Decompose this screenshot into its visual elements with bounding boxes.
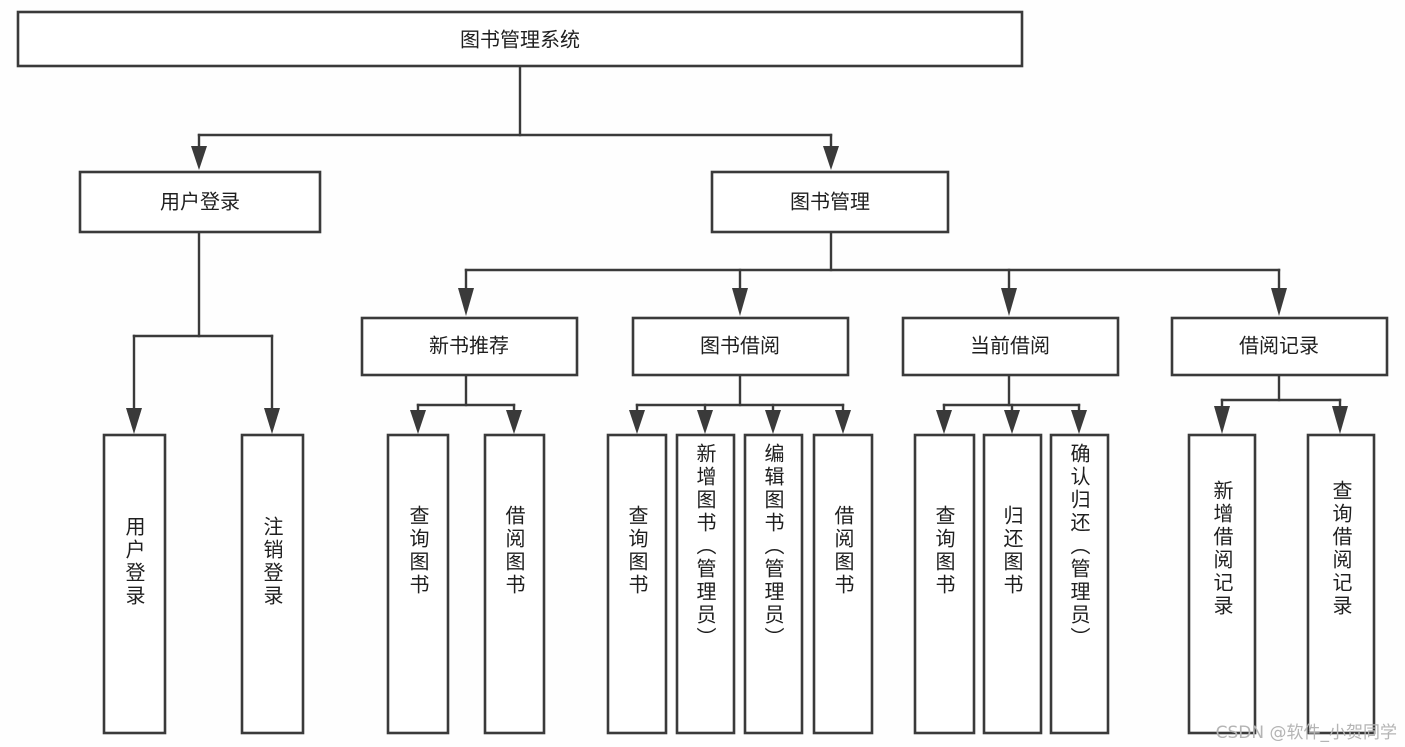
arrow-head-leaf-query-book-1 — [410, 410, 426, 434]
node-book-borrow-box[interactable] — [631, 316, 850, 377]
node-current-borrow[interactable]: 当前借阅 — [901, 316, 1120, 377]
node-leaf-confirm-return-box[interactable] — [1049, 433, 1110, 735]
node-leaf-query-record-box[interactable] — [1306, 433, 1376, 735]
arrow-head-leaf-add-book — [697, 410, 713, 434]
arrow-head-borrow-record — [1271, 288, 1287, 316]
node-leaf-borrow-book-2-box[interactable] — [812, 433, 874, 735]
arrow-head-leaf-edit-book — [765, 410, 781, 434]
arrow-head-user-login — [191, 146, 207, 170]
node-leaf-logout-login-box[interactable] — [240, 433, 305, 735]
node-book-manage-box[interactable] — [710, 170, 950, 234]
node-borrow-record[interactable]: 借阅记录 — [1170, 316, 1389, 377]
connector-group-root — [191, 64, 839, 170]
arrow-head-leaf-user-login — [126, 408, 142, 434]
node-leaf-query-book-3-box[interactable] — [913, 433, 976, 735]
node-leaf-borrow-book-1-box[interactable] — [483, 433, 546, 735]
node-borrow-record-label: 借阅记录 — [1239, 334, 1319, 358]
arrow-head-leaf-borrow-book-1 — [506, 410, 522, 434]
connector-group-user-login-leaves — [126, 230, 280, 434]
node-root-label: 图书管理系统 — [460, 28, 580, 52]
arrow-head-leaf-query-record — [1332, 406, 1348, 434]
arrow-head-new-book-recommend — [458, 288, 474, 316]
arrow-head-book-manage — [823, 146, 839, 170]
node-leaf-return-book-box[interactable] — [982, 433, 1043, 735]
node-user-login[interactable]: 用户登录 — [78, 170, 322, 234]
node-leaf-edit-book-box[interactable] — [743, 433, 804, 735]
arrow-head-current-borrow — [1001, 288, 1017, 316]
arrow-head-leaf-query-book-3 — [936, 410, 952, 434]
connector-group-borrow-record-leaves — [1214, 373, 1348, 434]
node-leaf-add-record-box[interactable] — [1187, 433, 1257, 735]
node-new-book-recommend-box[interactable] — [360, 316, 579, 377]
node-root-box[interactable] — [16, 10, 1024, 68]
arrow-head-book-borrow — [732, 288, 748, 316]
node-user-login-box[interactable] — [78, 170, 322, 234]
arrow-head-leaf-query-book-2 — [629, 410, 645, 434]
node-current-borrow-box[interactable] — [901, 316, 1120, 377]
arrow-head-leaf-confirm-return — [1071, 410, 1087, 434]
node-user-login-label: 用户登录 — [160, 190, 240, 214]
arrow-head-leaf-borrow-book-2 — [835, 410, 851, 434]
watermark-text: CSDN @软件_小贺同学 — [1215, 723, 1397, 743]
node-new-book-recommend[interactable]: 新书推荐 — [360, 316, 579, 377]
arrow-head-leaf-return-book — [1004, 410, 1020, 434]
connector-group-current-borrow-leaves — [936, 373, 1087, 434]
connector-group-book-borrow-leaves — [629, 373, 851, 434]
node-new-book-recommend-label: 新书推荐 — [429, 334, 509, 358]
arrow-head-leaf-logout-login — [264, 408, 280, 434]
arrow-head-leaf-add-record — [1214, 406, 1230, 434]
node-book-manage[interactable]: 图书管理 — [710, 170, 950, 234]
node-leaf-query-book-1-box[interactable] — [386, 433, 450, 735]
node-book-manage-label: 图书管理 — [790, 190, 870, 214]
connector-group-book-manage — [458, 230, 1287, 316]
node-book-borrow[interactable]: 图书借阅 — [631, 316, 850, 377]
connector-group-new-book-leaves — [410, 373, 522, 434]
node-current-borrow-label: 当前借阅 — [970, 334, 1050, 358]
node-root[interactable]: 图书管理系统 — [16, 10, 1024, 68]
node-book-borrow-label: 图书借阅 — [700, 334, 780, 358]
node-leaf-query-book-2-box[interactable] — [606, 433, 668, 735]
node-leaf-user-login-box[interactable] — [102, 433, 167, 735]
node-borrow-record-box[interactable] — [1170, 316, 1389, 377]
node-leaf-add-book-box[interactable] — [675, 433, 736, 735]
